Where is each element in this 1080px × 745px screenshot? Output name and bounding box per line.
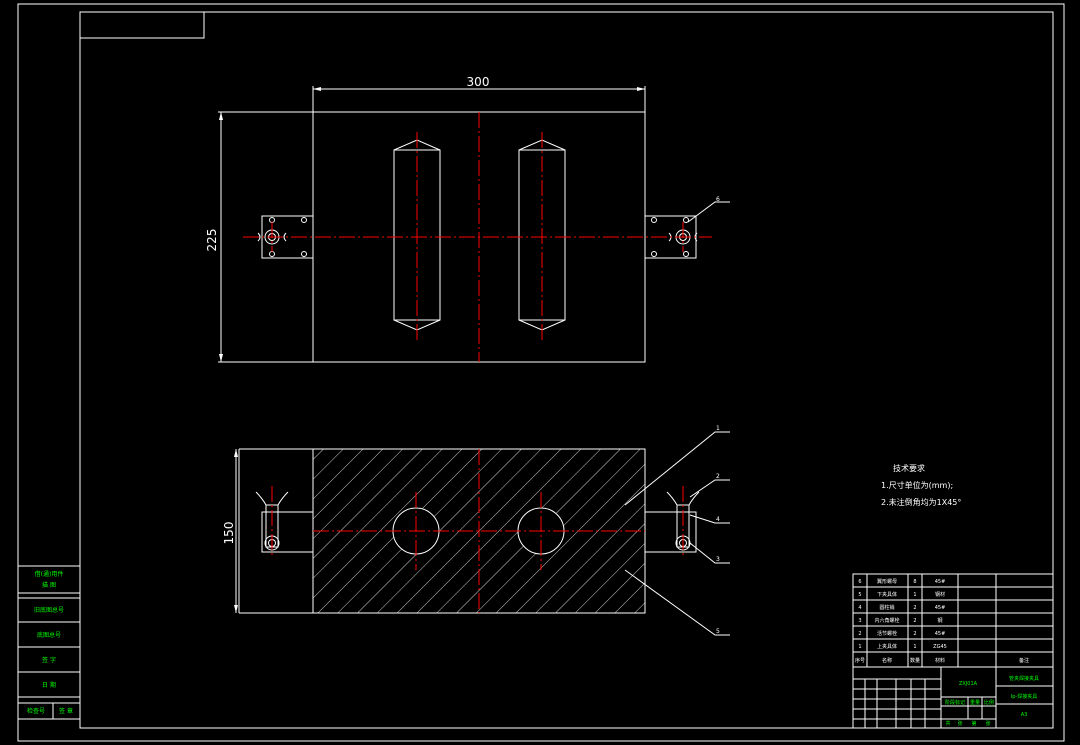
bom-row-3-material: 钢 bbox=[937, 617, 942, 624]
bom-row-1-material: ZG45 bbox=[933, 644, 947, 650]
bom-row-5-name: 下夹具体 bbox=[877, 591, 897, 598]
title-sheet-total-unit: 张 bbox=[957, 720, 962, 727]
bom-row-4-material: 45# bbox=[935, 605, 946, 611]
bom-row-6-name: 翼形螺母 bbox=[877, 578, 897, 585]
title-sheet-size: A3 bbox=[1021, 712, 1028, 718]
balloon-6: 6 bbox=[716, 196, 720, 203]
front-left-wing-nut bbox=[255, 491, 289, 506]
title-stage-mark: 阶段标记 bbox=[945, 699, 965, 706]
strip-label-check-no: 检查号 bbox=[27, 707, 45, 715]
title-subtitle: Ip-焊接夹具 bbox=[1011, 693, 1037, 700]
front-right-bracket bbox=[644, 511, 697, 553]
outer-border bbox=[17, 3, 1065, 742]
left-registration-strip bbox=[18, 565, 80, 720]
dim-front-height: 150 bbox=[222, 522, 236, 545]
bom-row-6-no: 6 bbox=[858, 579, 861, 585]
dim-top-width: 300 bbox=[467, 75, 490, 89]
tech-notes-title: 技术要求 bbox=[893, 463, 925, 473]
title-scale: 比例 bbox=[984, 699, 994, 706]
balloon-1: 1 bbox=[716, 425, 720, 432]
inner-border bbox=[79, 11, 1054, 729]
title-sheet-index: 第 bbox=[971, 720, 976, 727]
bom-row-3-qty: 2 bbox=[913, 618, 916, 624]
strip-label-borrowed: 借(通)用件 bbox=[35, 570, 64, 578]
bom-row-1-qty: 1 bbox=[913, 644, 916, 650]
front-left-bracket bbox=[261, 511, 314, 553]
leader-4 bbox=[689, 514, 730, 524]
bom-row-5-material: 钢材 bbox=[935, 591, 945, 598]
left-strip-labels: 借(通)用件 描 图 旧底图总号 底图总号 签 字 日 期 检查号 签 章 bbox=[27, 570, 73, 715]
balloon-4: 4 bbox=[716, 516, 720, 523]
bom-row-1-no: 1 bbox=[858, 644, 861, 650]
bom-header-qty: 数量 bbox=[910, 657, 920, 664]
strip-label-tracing: 描 图 bbox=[42, 581, 56, 589]
leader-3 bbox=[689, 542, 730, 564]
bom-row-5-no: 5 bbox=[858, 592, 861, 598]
leader-6 bbox=[687, 201, 730, 223]
bom-row-4-no: 4 bbox=[858, 605, 861, 611]
bom-header-material: 材料 bbox=[935, 657, 945, 664]
bom-row-4-qty: 2 bbox=[913, 605, 916, 611]
bom-row-3-no: 3 bbox=[858, 618, 861, 624]
title-block: ZXJ01A 管夹焊接夹具 Ip-焊接夹具 A3 阶段标记 重量 比例 共 张 … bbox=[852, 666, 1054, 729]
leader-2 bbox=[689, 479, 730, 498]
front-right-wing-nut bbox=[666, 491, 700, 506]
title-drawing-number: ZXJ01A bbox=[959, 681, 978, 687]
bom-row-4-name: 圆柱销 bbox=[879, 604, 894, 611]
front-view: 150 1 2 4 3 5 bbox=[222, 425, 730, 636]
bom-row-1-name: 上夹具体 bbox=[877, 643, 897, 650]
bom-header-name: 名称 bbox=[882, 657, 892, 664]
bom-header-no: 序号 bbox=[855, 657, 865, 664]
strip-label-seal: 签 章 bbox=[59, 707, 73, 715]
corner-stamp-box bbox=[79, 11, 205, 39]
top-view: 300 225 6 bbox=[205, 75, 730, 363]
bom-row-6-qty: 8 bbox=[913, 579, 916, 585]
leader-5 bbox=[624, 569, 730, 636]
bill-of-materials: 6 翼形螺母 8 45# 5 下夹具体 1 钢材 4 圆柱销 2 45# 3 内… bbox=[852, 573, 1054, 668]
bom-row-2-material: 45# bbox=[935, 631, 946, 637]
tech-note-1: 1.尺寸单位为(mm); bbox=[881, 480, 953, 490]
bom-row-6-material: 45# bbox=[935, 579, 946, 585]
balloon-3: 3 bbox=[716, 556, 720, 563]
bom-row-5-qty: 1 bbox=[913, 592, 916, 598]
strip-label-old-base-no: 旧底图总号 bbox=[34, 606, 64, 614]
title-name: 管夹焊接夹具 bbox=[1009, 675, 1039, 682]
bom-row-2-no: 2 bbox=[858, 631, 861, 637]
balloon-2: 2 bbox=[716, 473, 720, 480]
strip-label-signature: 签 字 bbox=[42, 656, 56, 664]
title-weight: 重量 bbox=[970, 699, 980, 706]
strip-label-date: 日 期 bbox=[42, 681, 56, 689]
technical-notes: 技术要求 1.尺寸单位为(mm); 2.未注倒角均为1X45° bbox=[881, 463, 961, 507]
bom-row-3-name: 内六角螺栓 bbox=[874, 617, 899, 624]
title-sheet-index-unit: 张 bbox=[985, 720, 990, 727]
strip-label-base-no: 底图总号 bbox=[37, 631, 61, 639]
tech-note-2: 2.未注倒角均为1X45° bbox=[881, 497, 961, 507]
bom-row-2-qty: 2 bbox=[913, 631, 916, 637]
bom-row-2-name: 活节螺栓 bbox=[877, 630, 897, 637]
leader-1 bbox=[624, 431, 730, 506]
balloon-5: 5 bbox=[716, 628, 720, 635]
dim-top-height: 225 bbox=[205, 229, 219, 252]
title-sheet-total: 共 bbox=[945, 720, 950, 727]
sheet-frame bbox=[17, 3, 1065, 742]
bom-header-remark: 备注 bbox=[1019, 657, 1029, 664]
